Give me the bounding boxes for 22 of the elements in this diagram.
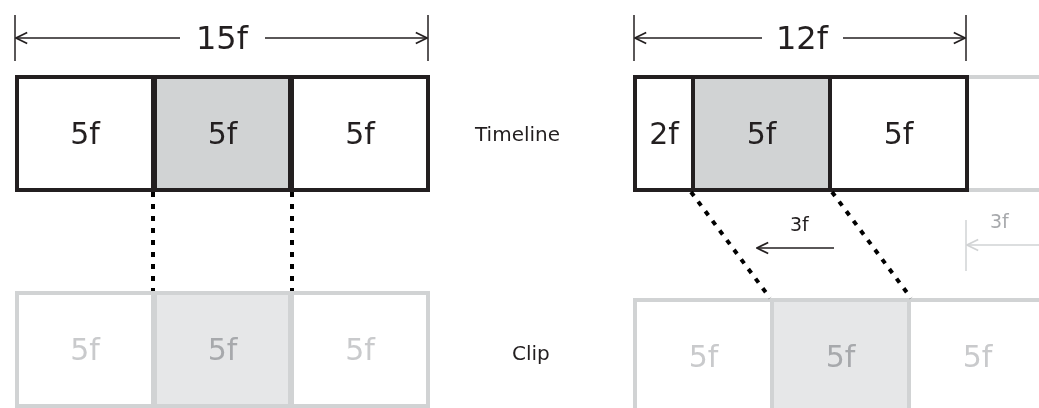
- clip-segment: [153, 291, 292, 408]
- timeline-segment: [290, 75, 430, 192]
- frame-count: 5f: [345, 118, 375, 149]
- row-label: Clip: [512, 343, 550, 363]
- dashed-line: [689, 190, 772, 300]
- frame-count: 5f: [825, 341, 856, 372]
- timeline-segment: [153, 75, 292, 192]
- timeline-segment: [15, 75, 155, 192]
- frame-count: 5f: [207, 334, 238, 365]
- row-label: Timeline: [475, 124, 561, 144]
- offset-label: 3f: [990, 212, 1009, 231]
- frame-count: 5f: [883, 118, 914, 149]
- frame-count: 5f: [70, 118, 100, 149]
- frame-count: 5f: [207, 118, 238, 149]
- frame-count: 5f: [746, 118, 777, 149]
- offset-label: 3f: [790, 215, 809, 234]
- clip-segment: [290, 291, 430, 408]
- clip-segment: [15, 291, 155, 408]
- dashed-line: [830, 190, 913, 300]
- dashed-line: [151, 192, 155, 291]
- frame-count: 2f: [649, 118, 679, 149]
- dashed-line: [290, 192, 294, 291]
